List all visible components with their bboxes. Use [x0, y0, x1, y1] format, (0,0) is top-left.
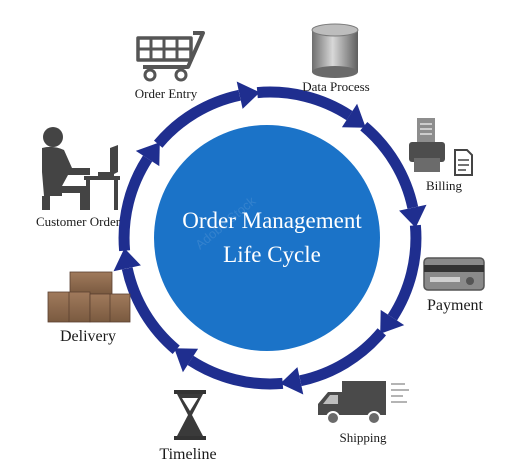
cycle-arrow-head — [236, 81, 260, 109]
cycle-arrow-segment — [299, 328, 387, 387]
hourglass-icon — [174, 390, 206, 440]
stage-label-timeline: Timeline — [159, 446, 216, 463]
cycle-arrow-segment — [256, 86, 353, 121]
cycle-arrow-segment — [153, 89, 241, 148]
cycle-arrow-ring — [113, 81, 427, 395]
cycle-arrow-head — [280, 367, 304, 395]
stage-label-data-process: Data Process — [302, 79, 370, 94]
cycle-arrow-segment — [121, 267, 180, 355]
stage-label-billing: Billing — [426, 178, 463, 193]
cycle-arrow-head — [380, 309, 405, 334]
cycle-arrow-head — [174, 348, 199, 373]
printer-document-icon — [409, 118, 473, 176]
cycle-arrow-segment — [387, 224, 422, 321]
center-circle — [154, 125, 380, 351]
shopping-cart-icon — [136, 31, 205, 82]
boxes-icon — [47, 271, 131, 323]
person-at-computer-icon — [42, 127, 120, 210]
stage-label-shipping: Shipping — [340, 430, 387, 445]
stage-label-order-entry: Order Entry — [135, 86, 198, 101]
cycle-arrow-head — [399, 204, 427, 228]
database-icon — [311, 23, 359, 78]
center-title-line1: Order Management — [182, 208, 362, 233]
stage-label-payment: Payment — [427, 297, 484, 314]
cycle-arrow-head — [341, 103, 366, 128]
center-title-line2: Life Cycle — [223, 242, 321, 267]
truck-icon — [318, 381, 409, 425]
stage-label-customer-order: Customer Order — [36, 214, 121, 229]
credit-card-icon — [423, 257, 485, 291]
cycle-arrow-segment — [360, 121, 419, 209]
cycle-arrow-segment — [187, 355, 284, 390]
cycle-arrow-head — [135, 142, 160, 167]
cycle-arrow-segment — [118, 155, 153, 252]
stage-label-delivery: Delivery — [60, 328, 116, 345]
cycle-arrow-head — [113, 248, 141, 272]
